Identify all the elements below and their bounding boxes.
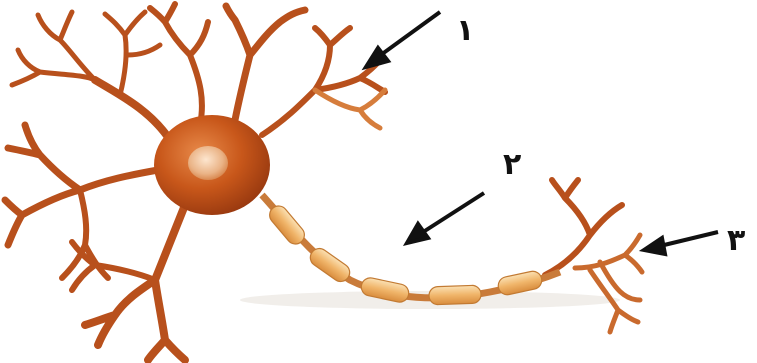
arrow-2-head <box>407 224 428 243</box>
label-number-1: ١ <box>456 16 474 46</box>
nucleus <box>188 146 228 180</box>
dendrite-left <box>5 125 158 245</box>
myelin-segment <box>307 245 353 285</box>
arrow-1 <box>378 12 440 57</box>
arrow-3 <box>660 232 718 246</box>
dendrite-lower <box>85 205 185 360</box>
axon-terminal-2 <box>575 235 642 332</box>
myelin-sheath <box>266 202 543 305</box>
dendrite-top-center <box>150 4 208 125</box>
dendrite-upper-left-branch <box>12 12 95 85</box>
dendrite-right-2 <box>315 90 385 128</box>
dendrite-upper-left-2 <box>105 12 160 95</box>
myelin-segment <box>497 270 544 297</box>
dendrite-upper-left <box>95 80 170 140</box>
myelin-segment <box>429 285 482 305</box>
label-number-2: ٢ <box>503 150 521 180</box>
label-number-3: ٣ <box>727 226 745 256</box>
arrow-3-head <box>644 238 665 254</box>
arrow-2 <box>420 193 484 234</box>
myelin-segment <box>266 202 308 247</box>
dendrite-upper-right <box>226 6 305 120</box>
arrows <box>366 12 718 254</box>
